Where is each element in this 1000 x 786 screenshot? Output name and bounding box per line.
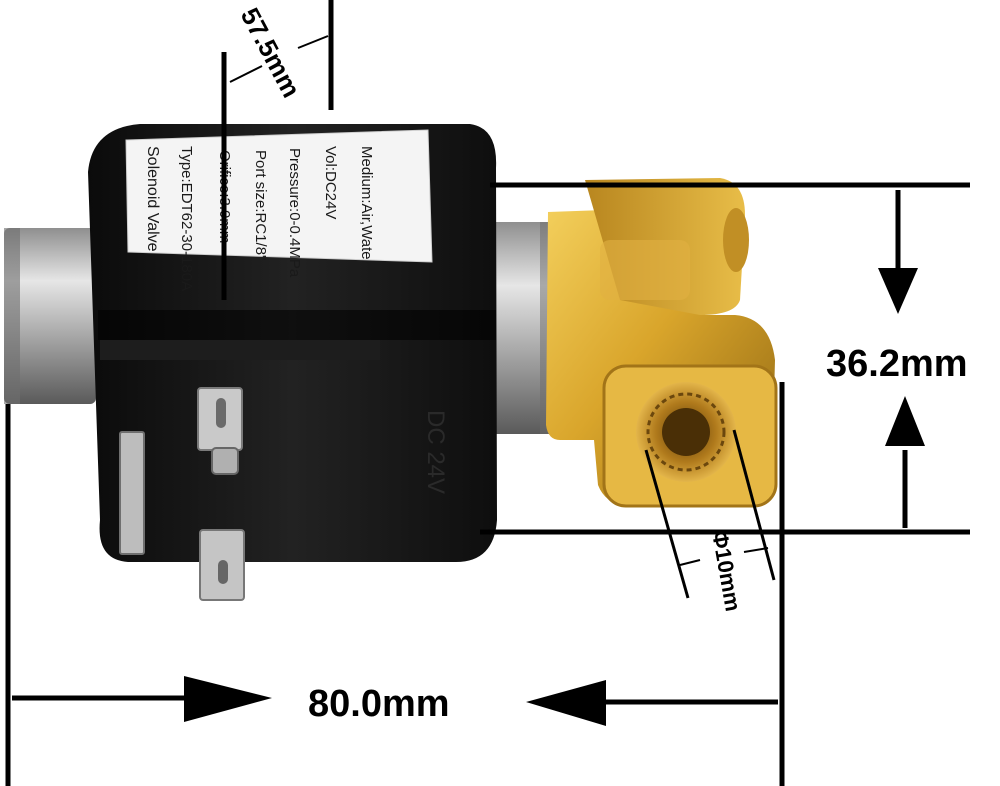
label-line-7: Medium:Air,Water bbox=[358, 146, 375, 265]
nameplate-label: Solenoid Valve Type:EDT62-30-180A Orific… bbox=[125, 129, 433, 291]
label-line-2: Type:EDT62-30-180A bbox=[178, 146, 195, 291]
port-arrow-right bbox=[743, 547, 769, 553]
port-ext-line-right bbox=[732, 429, 776, 581]
depth-arrow-left bbox=[229, 65, 263, 83]
outlet-port bbox=[636, 382, 736, 482]
height-arrowhead-down bbox=[878, 268, 918, 314]
valve-body: DC 24V Solenoid Valve Type:EDT62-30-180A… bbox=[4, 124, 778, 601]
label-line-5: Pressure:0-0.4MPa bbox=[286, 148, 303, 278]
arrow-heads bbox=[184, 268, 925, 726]
dimension-annotations bbox=[5, 0, 970, 786]
port-ext-line-left bbox=[644, 449, 690, 599]
coil-marking: DC 24V bbox=[422, 410, 449, 494]
spade-terminal-side bbox=[119, 431, 145, 555]
height-arrowhead-up bbox=[885, 396, 925, 446]
depth-dimension-label: 57.5mm bbox=[235, 3, 307, 103]
label-line-1: Solenoid Valve bbox=[144, 146, 161, 252]
spade-terminal-top bbox=[197, 387, 243, 475]
port-arrow-left bbox=[679, 559, 701, 566]
spade-terminal-bottom bbox=[199, 529, 245, 601]
label-line-4: Port size:RC1/8" bbox=[252, 150, 269, 260]
depth-arrow-right bbox=[297, 35, 329, 49]
width-arrowhead-left bbox=[526, 680, 606, 726]
width-arrowhead-right bbox=[184, 676, 272, 722]
width-dimension-label: 80.0mm bbox=[308, 683, 450, 725]
port-diameter-label: Φ10mm bbox=[707, 529, 746, 614]
height-dimension-label: 36.2mm bbox=[826, 343, 968, 385]
inlet-fitting bbox=[4, 228, 96, 404]
label-line-6: Vol:DC24V bbox=[322, 146, 339, 219]
